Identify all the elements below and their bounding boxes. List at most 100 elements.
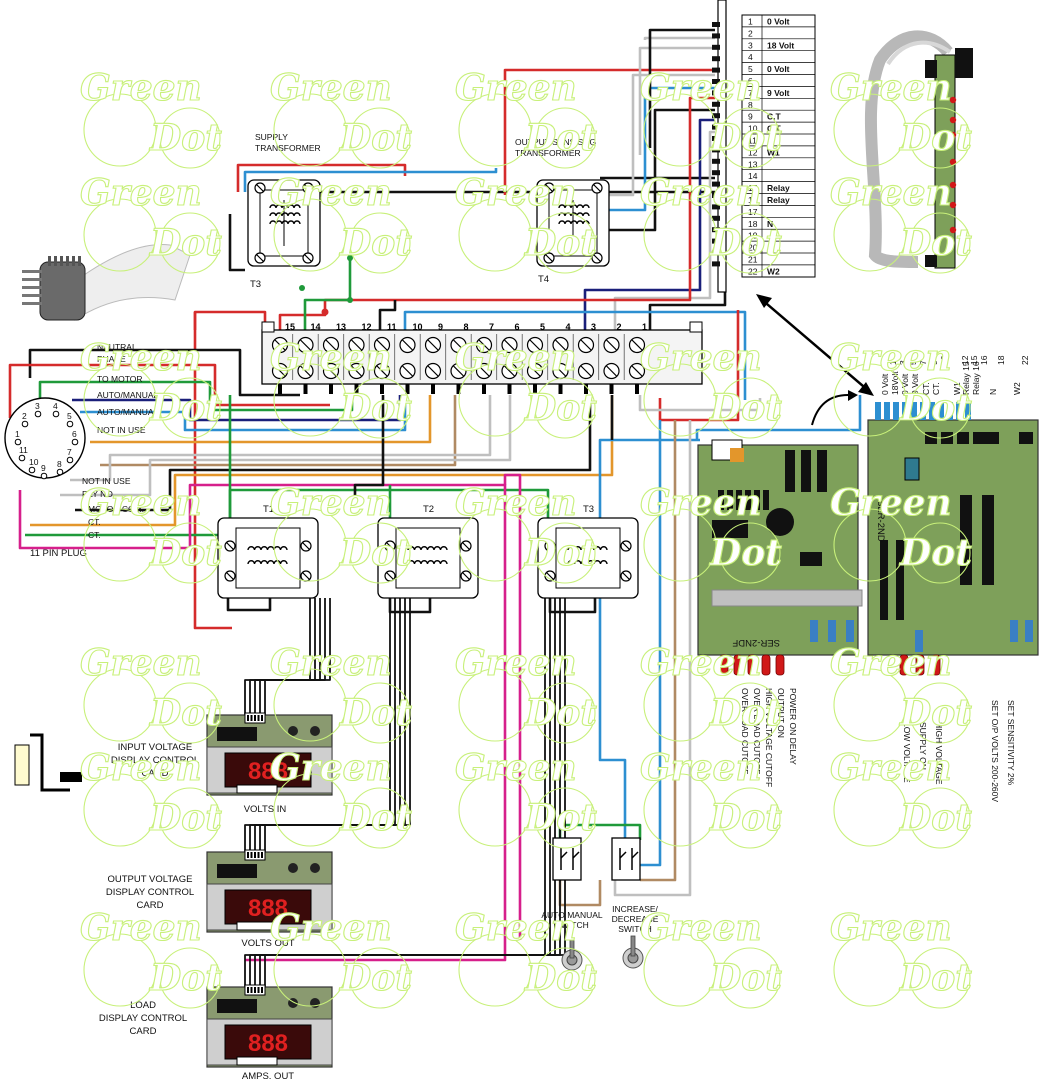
terminal-pin (278, 384, 282, 394)
connector-row-number: 5 (748, 64, 753, 74)
watermark-text: Dot (709, 692, 782, 734)
plug-pin-number: 4 (53, 401, 58, 411)
wire-red (193, 312, 232, 630)
watermark-text: Green (640, 172, 762, 214)
left-board-led (761, 654, 771, 676)
output-sensing-transformer-label: OUTPUT SENSISNG (515, 137, 596, 147)
plug-wire-label: NOT IN USE (97, 425, 146, 435)
watermark-circle (83, 508, 157, 582)
plug-wire-label: CT. (88, 517, 101, 527)
display-card-2-display (224, 889, 312, 925)
screw-slot (554, 365, 567, 377)
wire-black (353, 395, 385, 498)
increase-decrease-switch-box-contact (619, 851, 627, 859)
auto-manual-switch-box-contact (572, 851, 580, 859)
plug-ridge (78, 256, 81, 266)
side-led (949, 226, 957, 234)
left-board-led (733, 654, 743, 676)
plug-pin-hole (28, 466, 36, 474)
junction-dot (347, 255, 353, 261)
side-led (949, 96, 957, 104)
board-header-number: 5 (908, 360, 918, 365)
wire-blue (80, 395, 407, 432)
connector-pin (712, 56, 720, 62)
left-board-header (763, 490, 769, 510)
connector-row-number: 21 (748, 255, 758, 265)
terminal-pin (635, 384, 639, 394)
board-header-label: 0 Volt (900, 373, 910, 395)
connector-row-number: 3 (748, 40, 753, 50)
watermark-text: Dot (524, 117, 597, 159)
connector-pin (712, 79, 720, 84)
left-board-relay (730, 448, 744, 462)
plug-pin-hole (18, 454, 26, 462)
right-board-pot (1025, 620, 1033, 642)
watermark-text: Dot (899, 797, 972, 839)
watermark-text: Green (455, 482, 577, 524)
output-sensing-transformer-tag: T4 (538, 274, 549, 285)
watermark-text: Dot (899, 692, 972, 734)
watermark-circle (909, 682, 971, 744)
board-header-label: W2 (1012, 382, 1022, 395)
screw-slot (593, 254, 601, 262)
ct-transformer-3-winding (567, 546, 608, 551)
connector-row-number: 9 (748, 112, 753, 122)
watermark-text: Dot (524, 692, 597, 734)
auto-manual-switch-label: SWITCH (555, 920, 589, 930)
watermark-text: Dot (524, 387, 597, 429)
left-board-led (775, 654, 785, 676)
auto-manual-switch-box (552, 837, 582, 881)
left-board-ic (800, 552, 822, 566)
wire-black (548, 598, 597, 614)
plug-wire-label: TO MOTOR (97, 374, 143, 384)
bracket-icon (60, 772, 82, 782)
watermark-text: Green (640, 482, 762, 524)
connector-row-label: Relay (767, 183, 790, 193)
connector-pin (712, 158, 720, 164)
display-card-title: INPUT VOLTAGE (118, 742, 192, 753)
wire-blue (403, 310, 747, 400)
left-board-led-label: POWER ON DELAY (788, 688, 798, 765)
ct-transformer-3-tag: T3 (583, 504, 594, 515)
watermark-circle (833, 933, 907, 1007)
watermark-text: Dot (709, 957, 782, 999)
increase-decrease-switch-label: SWITCH (618, 924, 652, 934)
watermark-text: Green (80, 642, 202, 684)
watermark-text: Green (80, 747, 202, 789)
right-board-ic (941, 432, 953, 444)
ribbon-cable-highlight (886, 40, 952, 66)
watermark-text: Dot (899, 532, 972, 574)
right-board-capacitor (904, 457, 920, 481)
connector-row-number: 18 (748, 219, 758, 229)
plug-wire-label: RLY NO. (82, 489, 115, 499)
wire-navy (72, 395, 402, 422)
board-header-label: CT. (921, 382, 931, 395)
screw-slot (452, 365, 465, 377)
screw-slot (376, 339, 388, 351)
watermark-circle (83, 773, 157, 847)
connector-row-number: 2 (748, 28, 753, 38)
right-board-header-pin (911, 402, 917, 420)
plug-pin-hole (66, 420, 74, 428)
watermark-text: Dot (149, 797, 222, 839)
curved-arrow (811, 394, 849, 426)
terminal-end-tab (261, 321, 275, 333)
watermark-circle (349, 682, 411, 744)
arrow-head (848, 390, 858, 401)
terminal-pin (405, 384, 410, 394)
plug-wire-label: AUTO/MANUAL (97, 407, 159, 417)
watermark-circle (349, 522, 411, 584)
watermark-circle (534, 522, 596, 584)
connector-row-label: C.T (767, 112, 782, 122)
right-board-pot (1010, 620, 1018, 642)
connector-row-number: 22 (748, 266, 758, 276)
watermark-text: Dot (149, 117, 222, 159)
display-card-3-pin (250, 987, 253, 993)
screw-slot (427, 339, 439, 351)
board-header-number: 10 (939, 355, 949, 365)
screw-slot (226, 542, 234, 550)
wire-ribbon-card1 (264, 598, 331, 720)
watermark-text: Dot (709, 117, 782, 159)
watermark-circle (83, 93, 157, 167)
right-board-led-label: LOW VOLTAGE (902, 722, 912, 783)
